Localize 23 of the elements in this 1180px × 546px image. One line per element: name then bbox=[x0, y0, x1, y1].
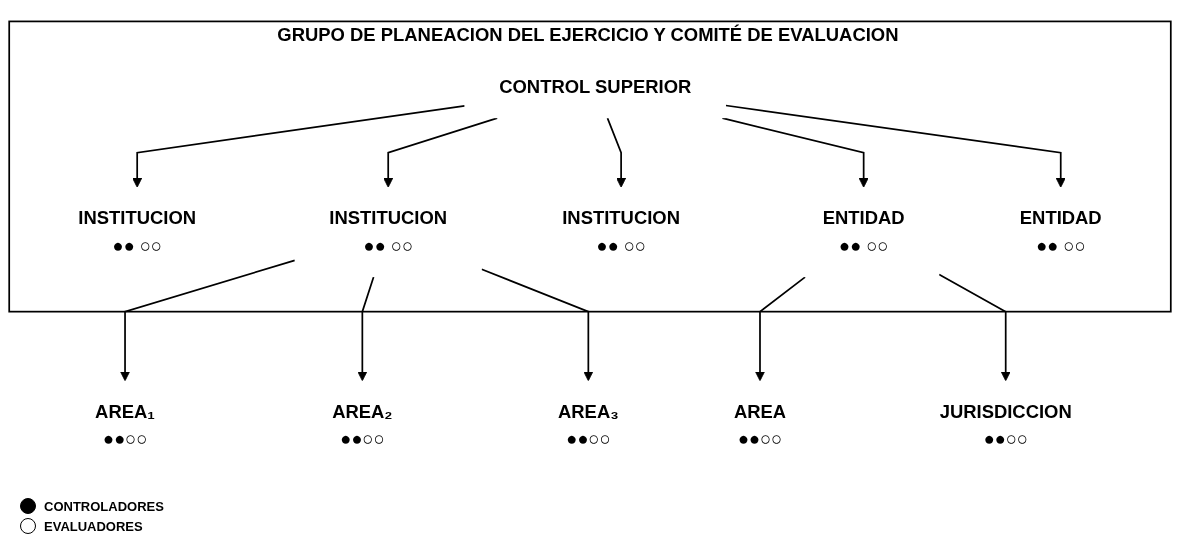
arrow bbox=[938, 273, 1011, 382]
node-text: ENTIDAD ●● ○○ bbox=[1019, 207, 1102, 256]
node-text: AREA₁ ●●○○ bbox=[95, 401, 155, 449]
node-text: AREA₃ ●●○○ bbox=[557, 401, 619, 449]
node-text: INSTITUCION ●● ○○ bbox=[329, 207, 448, 256]
node-text: ENTIDAD ●● ○○ bbox=[822, 207, 905, 256]
arrow bbox=[383, 117, 499, 188]
node-text: INSTITUCION ●● ○○ bbox=[78, 207, 197, 256]
node-text: CONTROL SUPERIOR bbox=[499, 76, 692, 97]
legend-label: EVALUADORES bbox=[44, 518, 143, 534]
arrow bbox=[480, 268, 594, 382]
node-text: JURISDICCION ●●○○ bbox=[939, 401, 1072, 449]
arrow bbox=[725, 104, 1066, 188]
arrow bbox=[721, 117, 869, 188]
arrow bbox=[606, 117, 627, 188]
arrow bbox=[754, 276, 806, 382]
arrow bbox=[357, 276, 375, 382]
node-text: INSTITUCION ●● ○○ bbox=[562, 207, 680, 256]
node-text: AREA ●●○○ bbox=[733, 401, 787, 449]
legend-label: CONTROLADORES bbox=[44, 498, 164, 514]
arrow bbox=[119, 259, 296, 382]
node-text: AREA₂ ●●○○ bbox=[332, 401, 393, 449]
arrow bbox=[132, 104, 466, 188]
